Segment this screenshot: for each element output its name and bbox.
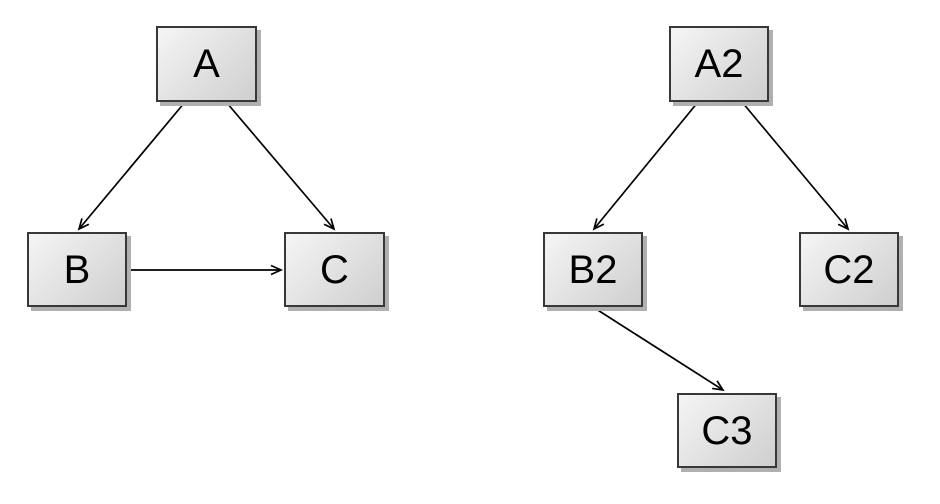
node-label: A2: [694, 42, 744, 86]
node-c[interactable]: C: [284, 232, 385, 307]
node-b2[interactable]: B2: [543, 232, 643, 307]
node-a2[interactable]: A2: [669, 26, 769, 102]
node-label: A: [193, 42, 220, 86]
edge-b2-c3: [592, 306, 725, 392]
edge-a-b: [77, 101, 186, 231]
node-label: C: [320, 247, 349, 292]
node-label: B: [63, 247, 91, 292]
node-label: C3: [701, 408, 753, 453]
edge-a2-b2: [592, 101, 699, 231]
node-a[interactable]: A: [156, 26, 257, 102]
edges-group: [77, 101, 850, 392]
node-b[interactable]: B: [27, 232, 127, 307]
node-label: C2: [823, 247, 875, 292]
node-c3[interactable]: C3: [677, 393, 777, 468]
edge-a2-c2: [741, 101, 850, 231]
edge-a-c: [226, 102, 336, 231]
node-c2[interactable]: C2: [799, 232, 899, 307]
node-label: B2: [568, 247, 618, 292]
